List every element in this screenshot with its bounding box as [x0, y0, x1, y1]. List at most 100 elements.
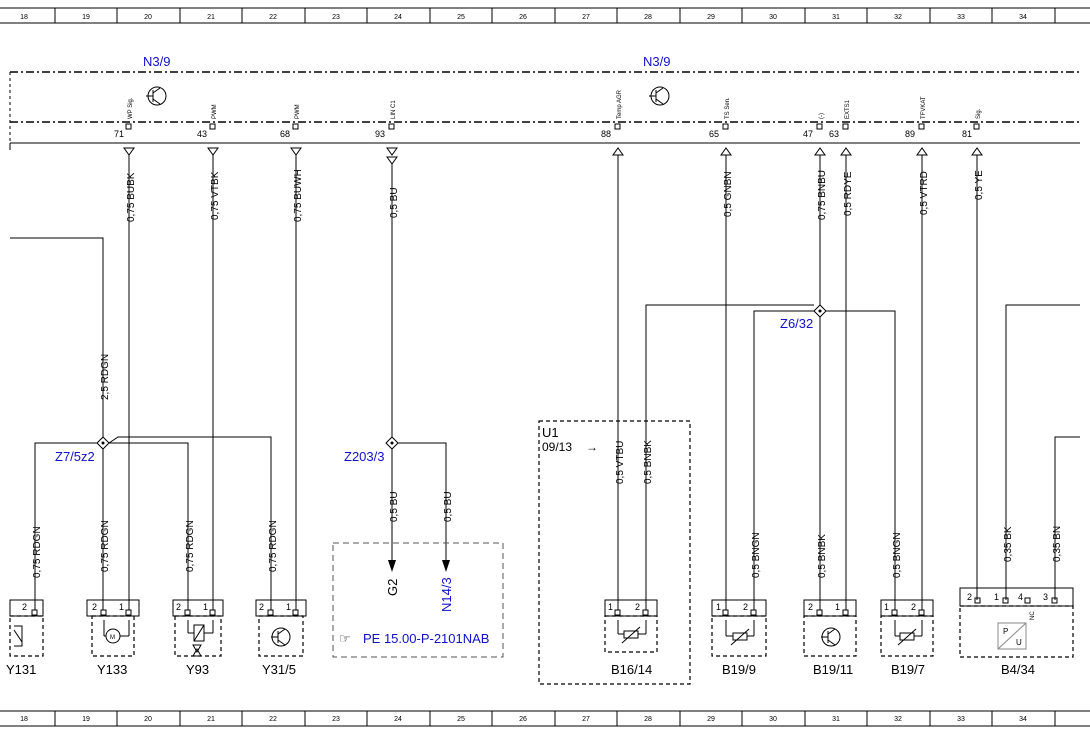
pin-number: 4	[1018, 592, 1023, 602]
temperature-sensor-icon	[725, 620, 755, 646]
pin-number: 2	[808, 602, 813, 612]
pin-number: 1	[203, 602, 208, 612]
motor-glyph: M	[110, 635, 115, 641]
ruler-cell: 22	[269, 716, 277, 723]
ruler-cell: 34	[1019, 14, 1027, 21]
ruler-cell: 27	[582, 14, 590, 21]
motor-icon: M	[103, 620, 130, 644]
wire-label: 0,35 BN	[1052, 526, 1063, 562]
pin-number: 2	[743, 602, 748, 612]
ruler-cell: 24	[394, 14, 402, 21]
component-b16-14: 1 2 B16/14	[604, 599, 658, 677]
solenoid-valve-icon	[13, 625, 23, 647]
ruler-cell: 26	[519, 716, 527, 723]
pressure-glyph: P	[1003, 627, 1008, 636]
component-b4-34: 2 1 4 3 NC P U B4/34	[959, 587, 1074, 677]
wire-label: 0,5 BNGN	[751, 532, 762, 578]
junction-z6-32: Z6/32	[780, 304, 827, 331]
ruler-cell: 21	[207, 716, 215, 723]
transistor-icon	[821, 627, 841, 647]
u1-label: U1	[542, 425, 559, 440]
wire-label: 0,75 RDGN	[185, 520, 196, 572]
wire-label: 0,5 YE	[974, 170, 985, 200]
pin-name: PWM	[295, 104, 301, 119]
pressure-sensor-icon: P U	[997, 622, 1027, 650]
component-label: Y31/5	[262, 662, 296, 677]
ruler-cell: 34	[1019, 716, 1027, 723]
wire-label: 0,5 VTBU	[615, 441, 626, 484]
temperature-sensor-icon	[617, 620, 647, 644]
pin-number: 68	[280, 129, 290, 139]
wire-label: 0,5 GNBN	[723, 171, 734, 217]
wire-label: 0,5 BU	[389, 187, 400, 218]
ruler-cell: 29	[707, 14, 715, 21]
wire-label: 0,5 BNBK	[643, 440, 654, 484]
ruler-cell: 25	[457, 14, 465, 21]
ruler-cell: 29	[707, 716, 715, 723]
module-label-left: N3/9	[143, 54, 170, 69]
component-label: Y131	[6, 662, 36, 677]
pe-reference-box: ☞ PE 15.00-P-2101NAB	[332, 542, 504, 658]
pin-number: 71	[114, 129, 124, 139]
wire-label: 0,75 VTBK	[210, 171, 221, 220]
component-label: Y93	[186, 662, 209, 677]
pointing-hand-icon: ☞	[339, 631, 351, 646]
ruler-cell: 22	[269, 14, 277, 21]
wire-label: 0,75 RDGN	[32, 526, 43, 578]
component-label: B19/7	[891, 662, 925, 677]
junction-z203-3: Z203/3	[344, 436, 399, 464]
pin-name: (-)	[819, 113, 825, 119]
pe-link[interactable]: PE 15.00-P-2101NAB	[363, 631, 489, 646]
ruler-cell: 28	[644, 14, 652, 21]
ruler-cell: 31	[832, 14, 840, 21]
ruler-cell: 21	[207, 14, 215, 21]
wire-label: 0,5 RDYE	[843, 171, 854, 216]
junction-z7-5z2: Z7/5z2	[55, 436, 110, 464]
pin-name: WP Sig.	[128, 97, 134, 119]
ruler-cell: 23	[332, 716, 340, 723]
ref-g2: G2	[385, 579, 400, 596]
pin-number: 2	[92, 602, 97, 612]
pin-name: PWM	[212, 104, 218, 119]
pin-name: TS Sen.	[725, 97, 731, 119]
ruler-cell: 33	[957, 716, 965, 723]
pin-number: 1	[884, 602, 889, 612]
wire-label: 0,5 BU	[389, 491, 400, 522]
pin-number: 47	[803, 129, 813, 139]
pin-number: 93	[375, 129, 385, 139]
pin-name: Temp AGR	[617, 89, 623, 119]
wire-label: 0,75 BUWH	[293, 169, 304, 222]
pin-name: EXTS1	[845, 99, 851, 119]
u1-group: U1 09/13 →	[538, 420, 691, 685]
pin-number: 2	[635, 602, 640, 612]
pin-number: 63	[829, 129, 839, 139]
wire-label: 2,5 RDGN	[100, 354, 111, 400]
solenoid-valve-icon	[187, 620, 214, 657]
bottom-ruler: 18 19 20 21 22 23 24 25 26 27 28 29 30 3…	[0, 710, 1090, 727]
pin-number: 1	[608, 602, 613, 612]
ruler-cell: 28	[644, 716, 652, 723]
transistor-icon	[146, 86, 167, 106]
component-b19-11: 2 1 B19/11	[803, 599, 857, 677]
pin-number: 2	[22, 602, 27, 612]
wire-labels: 0,75 BUBK 0,75 VTBK 0,75 BUWH 0,5 BU 0,5…	[32, 169, 1063, 578]
ref-n14-3: N14/3	[439, 577, 454, 612]
pin-number: 2	[176, 602, 181, 612]
pin-number: 1	[716, 602, 721, 612]
ruler-cell: 18	[20, 14, 28, 21]
pin-number: 89	[905, 129, 915, 139]
ruler-cell: 24	[394, 716, 402, 723]
ruler-cell: 19	[82, 716, 90, 723]
pin-number: 81	[962, 129, 972, 139]
module-label-right: N3/9	[643, 54, 670, 69]
component-label: B19/11	[813, 662, 853, 677]
wire-label: 0,35 BK	[1003, 526, 1014, 562]
component-b19-7: 1 2 B19/7	[880, 599, 934, 677]
wires	[9, 143, 1080, 610]
ruler-cell: 20	[144, 716, 152, 723]
pin-number: 2	[259, 602, 264, 612]
control-module-n3-9: N3/9 N3/9	[9, 54, 1080, 144]
voltage-glyph: U	[1016, 638, 1022, 647]
ruler-cell: 33	[957, 14, 965, 21]
